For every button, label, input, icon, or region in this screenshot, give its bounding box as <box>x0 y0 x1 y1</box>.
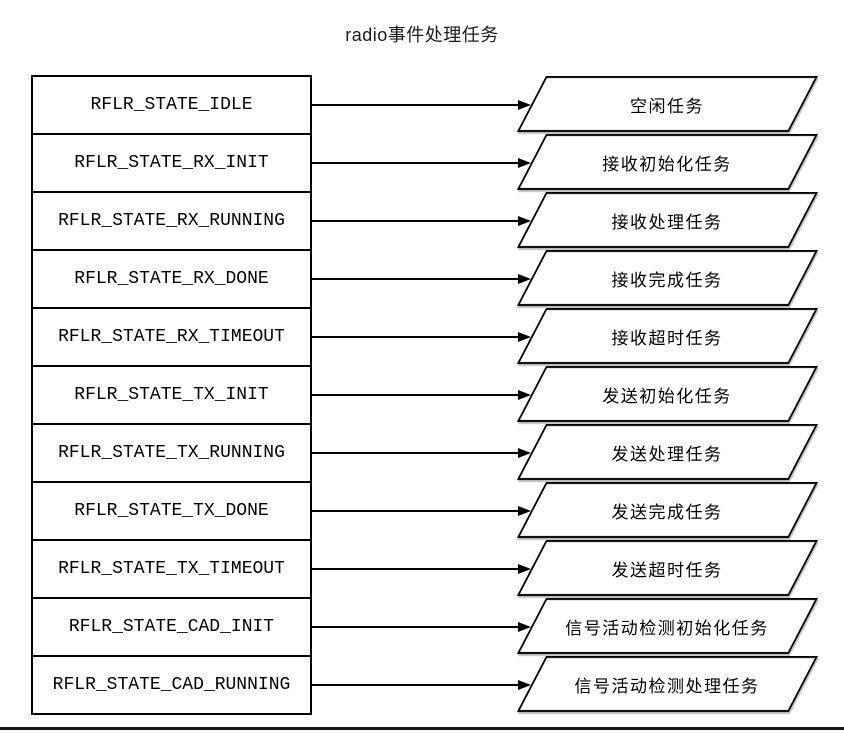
state-label: RFLR_STATE_RX_TIMEOUT <box>58 327 285 347</box>
task-label: 信号活动检测初始化任务 <box>565 618 769 638</box>
arrow-connector <box>310 680 531 690</box>
arrowhead-icon <box>518 680 531 690</box>
state-box: RFLR_STATE_RX_TIMEOUT <box>31 307 312 367</box>
state-box: RFLR_STATE_RX_INIT <box>31 133 312 193</box>
task-label: 发送处理任务 <box>611 444 723 464</box>
task-label: 发送初始化任务 <box>602 386 732 406</box>
arrow-connector <box>310 506 531 516</box>
state-box: RFLR_STATE_RX_DONE <box>31 249 312 309</box>
arrowhead-icon <box>518 506 531 516</box>
task-label: 接收完成任务 <box>611 270 723 290</box>
mapping-row: RFLR_STATE_RX_TIMEOUT 接收超时任务 <box>0 307 844 367</box>
arrowhead-icon <box>518 622 531 632</box>
mapping-row: RFLR_STATE_TX_INIT 发送初始化任务 <box>0 365 844 425</box>
state-box: RFLR_STATE_IDLE <box>31 75 312 135</box>
mapping-row: RFLR_STATE_TX_DONE 发送完成任务 <box>0 481 844 541</box>
state-box: RFLR_STATE_RX_RUNNING <box>31 191 312 251</box>
task-label: 发送完成任务 <box>611 502 723 522</box>
state-label: RFLR_STATE_IDLE <box>90 95 253 115</box>
arrow-connector <box>310 622 531 632</box>
task-label: 空闲任务 <box>630 96 704 116</box>
arrowhead-icon <box>518 448 531 458</box>
mapping-row: RFLR_STATE_IDLE 空闲任务 <box>0 75 844 135</box>
state-label: RFLR_STATE_RX_DONE <box>74 269 269 289</box>
state-label: RFLR_STATE_RX_INIT <box>74 153 269 173</box>
arrow-connector <box>310 564 531 574</box>
state-label: RFLR_STATE_TX_TIMEOUT <box>58 559 285 579</box>
mapping-row: RFLR_STATE_RX_INIT 接收初始化任务 <box>0 133 844 193</box>
arrow-connector <box>310 448 531 458</box>
mapping-row: RFLR_STATE_CAD_INIT 信号活动检测初始化任务 <box>0 597 844 657</box>
arrow-connector <box>310 100 531 110</box>
state-label: RFLR_STATE_TX_INIT <box>74 385 269 405</box>
bottom-divider <box>0 727 844 730</box>
state-label: RFLR_STATE_CAD_RUNNING <box>52 675 291 695</box>
task-label: 信号活动检测处理任务 <box>574 676 760 696</box>
task-label: 发送超时任务 <box>611 560 723 580</box>
arrowhead-icon <box>518 216 531 226</box>
state-label: RFLR_STATE_RX_RUNNING <box>58 211 285 231</box>
arrowhead-icon <box>518 100 531 110</box>
arrow-connector <box>310 158 531 168</box>
arrow-connector <box>310 274 531 284</box>
arrow-connector <box>310 216 531 226</box>
state-box: RFLR_STATE_TX_RUNNING <box>31 423 312 483</box>
arrowhead-icon <box>518 274 531 284</box>
state-box: RFLR_STATE_TX_DONE <box>31 481 312 541</box>
mapping-row: RFLR_STATE_RX_DONE 接收完成任务 <box>0 249 844 309</box>
task-label: 接收超时任务 <box>611 328 723 348</box>
state-box: RFLR_STATE_TX_INIT <box>31 365 312 425</box>
arrowhead-icon <box>518 564 531 574</box>
mapping-row: RFLR_STATE_CAD_RUNNING 信号活动检测处理任务 <box>0 655 844 715</box>
mapping-row: RFLR_STATE_RX_RUNNING 接收处理任务 <box>0 191 844 251</box>
arrowhead-icon <box>518 332 531 342</box>
state-box: RFLR_STATE_CAD_INIT <box>31 597 312 657</box>
mapping-rows: RFLR_STATE_IDLE 空闲任务 RFLR_STATE_RX_INIT … <box>0 75 844 715</box>
state-label: RFLR_STATE_TX_RUNNING <box>58 443 285 463</box>
diagram-title: radio事件处理任务 <box>345 25 499 45</box>
arrow-connector <box>310 332 531 342</box>
mapping-row: RFLR_STATE_TX_RUNNING 发送处理任务 <box>0 423 844 483</box>
arrowhead-icon <box>518 158 531 168</box>
state-box: RFLR_STATE_TX_TIMEOUT <box>31 539 312 599</box>
task-label: 接收初始化任务 <box>602 154 732 174</box>
arrowhead-icon <box>518 390 531 400</box>
mapping-row: RFLR_STATE_TX_TIMEOUT 发送超时任务 <box>0 539 844 599</box>
arrow-connector <box>310 390 531 400</box>
state-label: RFLR_STATE_TX_DONE <box>74 501 269 521</box>
state-box: RFLR_STATE_CAD_RUNNING <box>31 655 312 715</box>
state-label: RFLR_STATE_CAD_INIT <box>68 617 275 637</box>
task-label: 接收处理任务 <box>611 212 723 232</box>
